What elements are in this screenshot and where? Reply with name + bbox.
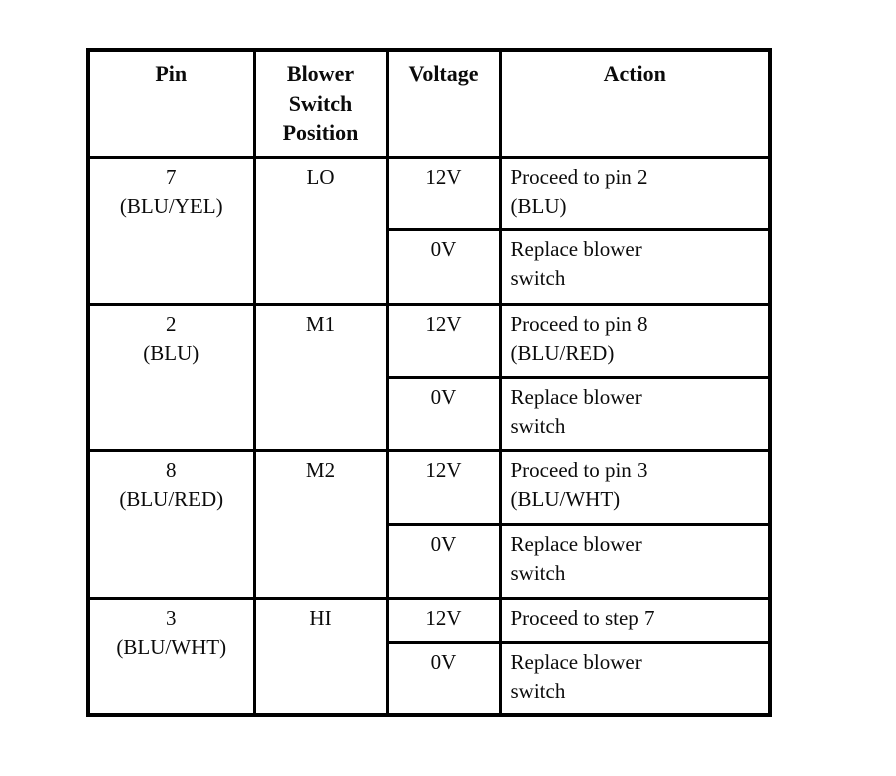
table-row: 0V Replace blower switch — [88, 640, 772, 717]
header-row: Pin Blower Switch Position Voltage Actio… — [86, 48, 772, 159]
position-cell: M1 — [252, 302, 389, 452]
col-header-pin: Pin — [86, 48, 256, 159]
table-row: 0V Replace blower switch — [88, 522, 772, 600]
voltage-cell: 0V — [385, 522, 502, 600]
action-cell: Proceed to step 7 — [498, 596, 772, 644]
voltage-cell: 12V — [385, 596, 502, 644]
col-header-action: Action — [498, 48, 772, 159]
col-header-voltage: Voltage — [385, 48, 502, 159]
voltage-cell: 12V — [385, 155, 502, 231]
position-cell: LO — [252, 155, 389, 306]
voltage-cell: 0V — [385, 640, 502, 717]
pin-cell: 7 (BLU/YEL) — [86, 155, 256, 306]
action-cell: Replace blower switch — [498, 227, 772, 306]
col-header-blower-switch-position: Blower Switch Position — [252, 48, 389, 159]
position-cell: M2 — [252, 448, 389, 600]
table-row: 3 (BLU/WHT) HI 12V Proceed to step 7 — [86, 596, 772, 717]
voltage-cell: 0V — [385, 227, 502, 306]
table-row: 0V Replace blower switch — [88, 227, 772, 306]
voltage-cell: 12V — [385, 302, 502, 379]
pin-cell: 2 (BLU) — [86, 302, 256, 452]
table-row: 7 (BLU/YEL) LO 12V Proceed to pin 2 (BLU… — [86, 155, 772, 306]
pin-cell: 3 (BLU/WHT) — [86, 596, 256, 717]
table-row: 0V Replace blower switch — [88, 375, 772, 452]
pin-cell: 8 (BLU/RED) — [86, 448, 256, 600]
table-row: 2 (BLU) M1 12V Proceed to pin 8 (BLU/RED… — [86, 302, 772, 452]
blower-switch-diagnostic-table: Pin Blower Switch Position Voltage Actio… — [86, 48, 772, 717]
action-cell: Replace blower switch — [498, 375, 772, 452]
action-cell: Replace blower switch — [498, 640, 772, 717]
voltage-cell: 0V — [385, 375, 502, 452]
action-cell: Proceed to pin 8 (BLU/RED) — [498, 302, 772, 379]
action-cell: Proceed to pin 3 (BLU/WHT) — [498, 448, 772, 526]
voltage-cell: 12V — [385, 448, 502, 526]
action-cell: Replace blower switch — [498, 522, 772, 600]
action-cell: Proceed to pin 2 (BLU) — [498, 155, 772, 231]
table-row: 8 (BLU/RED) M2 12V Proceed to pin 3 (BLU… — [86, 448, 772, 600]
position-cell: HI — [252, 596, 389, 717]
